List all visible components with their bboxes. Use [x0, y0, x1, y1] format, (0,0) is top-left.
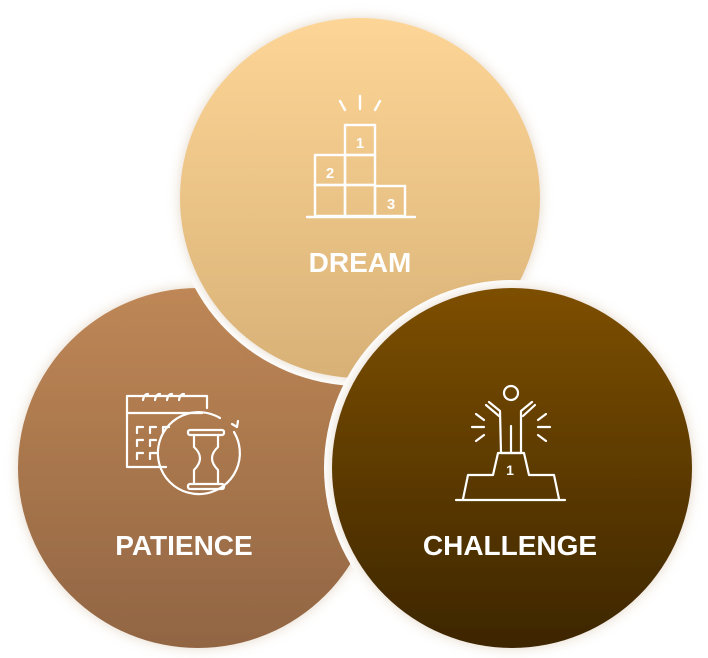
- winner-on-podium-icon: [454, 384, 567, 502]
- patience-label: PATIENCE: [115, 530, 252, 561]
- winner-podium-number-1: 1: [506, 462, 514, 478]
- dream-label: DREAM: [309, 247, 412, 278]
- podium-number-1: 1: [356, 135, 364, 152]
- podium-icon: [305, 94, 417, 219]
- podium-number-2: 2: [326, 165, 334, 182]
- patience-circle-shape: [18, 288, 378, 648]
- circle-patience: [18, 288, 378, 648]
- challenge-circle-shape: [332, 288, 692, 648]
- dream-circle-shape: [180, 18, 540, 378]
- circle-challenge: [324, 280, 700, 656]
- podium-number-3: 3: [387, 196, 395, 213]
- challenge-label: CHALLENGE: [423, 530, 597, 561]
- calendar-hourglass-icon: [125, 392, 241, 496]
